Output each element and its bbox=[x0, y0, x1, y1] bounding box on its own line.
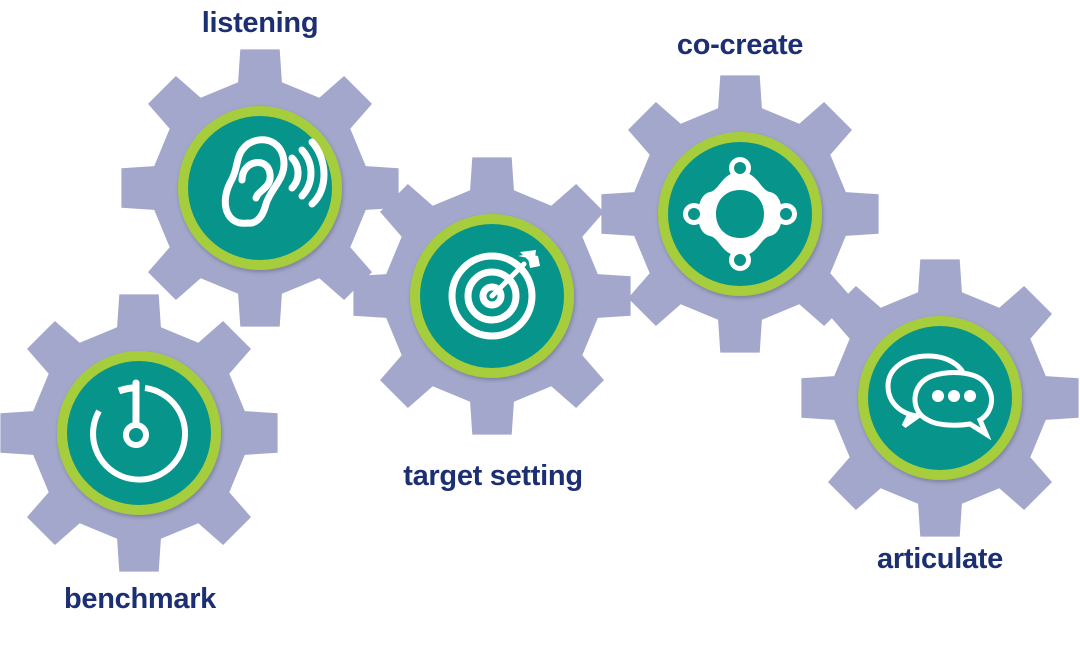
label-listening: listening bbox=[201, 7, 319, 39]
label-co-create: co-create bbox=[676, 29, 804, 61]
target-icon bbox=[448, 250, 540, 340]
gear-listening bbox=[121, 49, 399, 327]
gear-target-setting bbox=[353, 157, 631, 435]
gauge-icon bbox=[90, 379, 189, 483]
collaboration-icon bbox=[683, 157, 797, 271]
gear-articulate bbox=[801, 259, 1079, 537]
gear-benchmark bbox=[0, 294, 278, 572]
label-benchmark: benchmark bbox=[63, 583, 217, 615]
ear-icon bbox=[221, 136, 328, 227]
gear-disc bbox=[67, 361, 211, 505]
gear-co-create bbox=[601, 75, 879, 353]
label-articulate: articulate bbox=[877, 543, 1003, 575]
label-target-setting: target setting bbox=[403, 460, 583, 492]
gear-disc bbox=[668, 142, 812, 286]
chat-bubbles-icon bbox=[885, 353, 994, 441]
